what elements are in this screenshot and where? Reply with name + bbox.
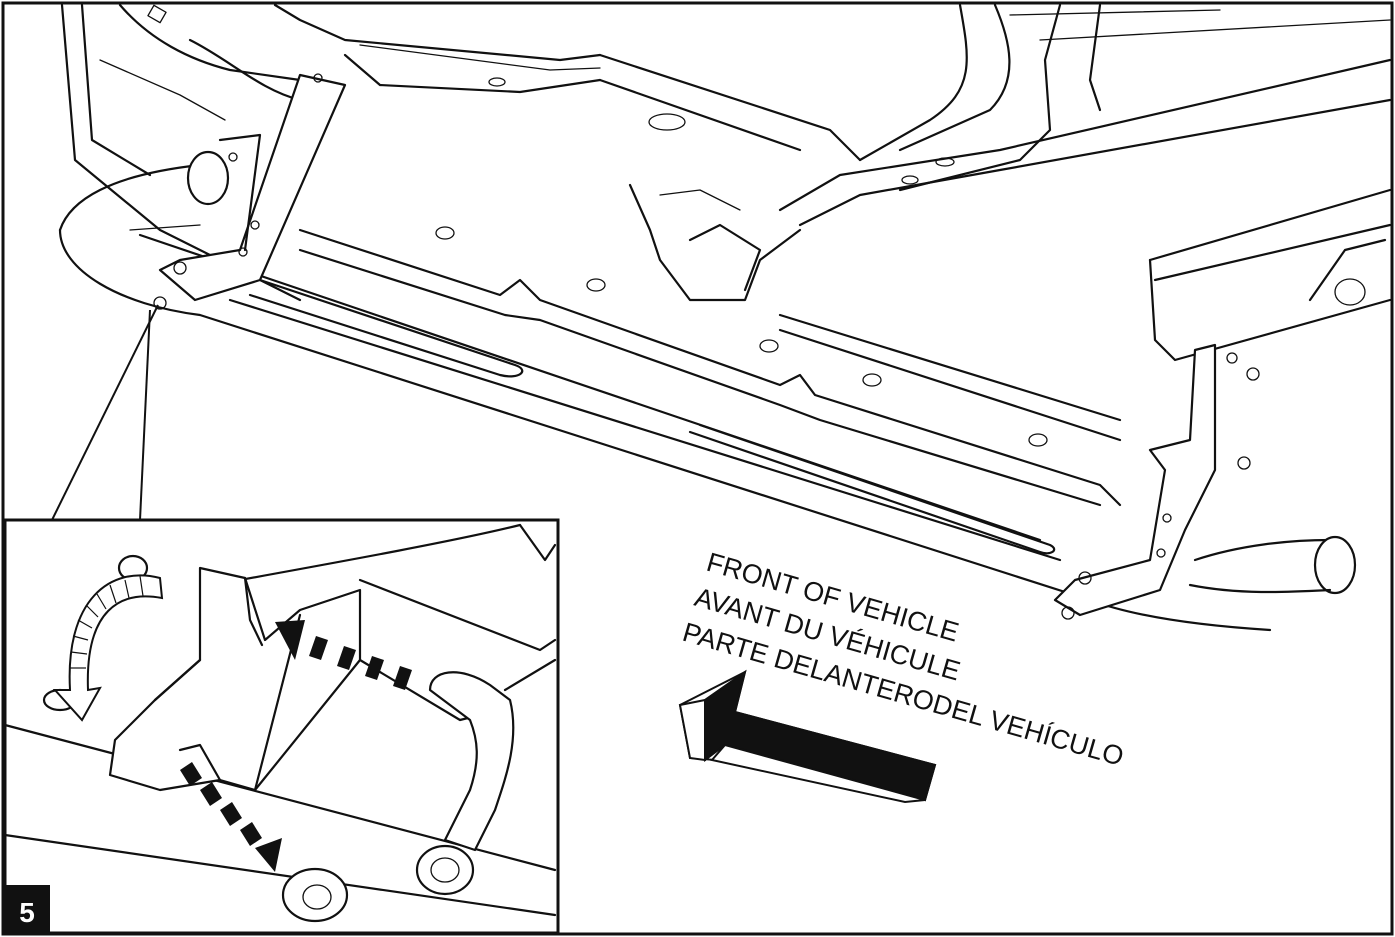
step-number: 5	[19, 897, 35, 928]
step-number-badge: 5	[5, 885, 50, 933]
dashed-insert-arrow-icon	[275, 620, 412, 690]
detail-inset	[3, 518, 560, 935]
detail-callout-lines	[51, 304, 159, 521]
dashed-remove-arrow-icon	[180, 762, 282, 872]
front-direction-arrow-icon	[678, 669, 937, 804]
vehicle-frame-illustration	[58, 3, 1392, 632]
rotate-arrow-icon	[52, 574, 164, 722]
